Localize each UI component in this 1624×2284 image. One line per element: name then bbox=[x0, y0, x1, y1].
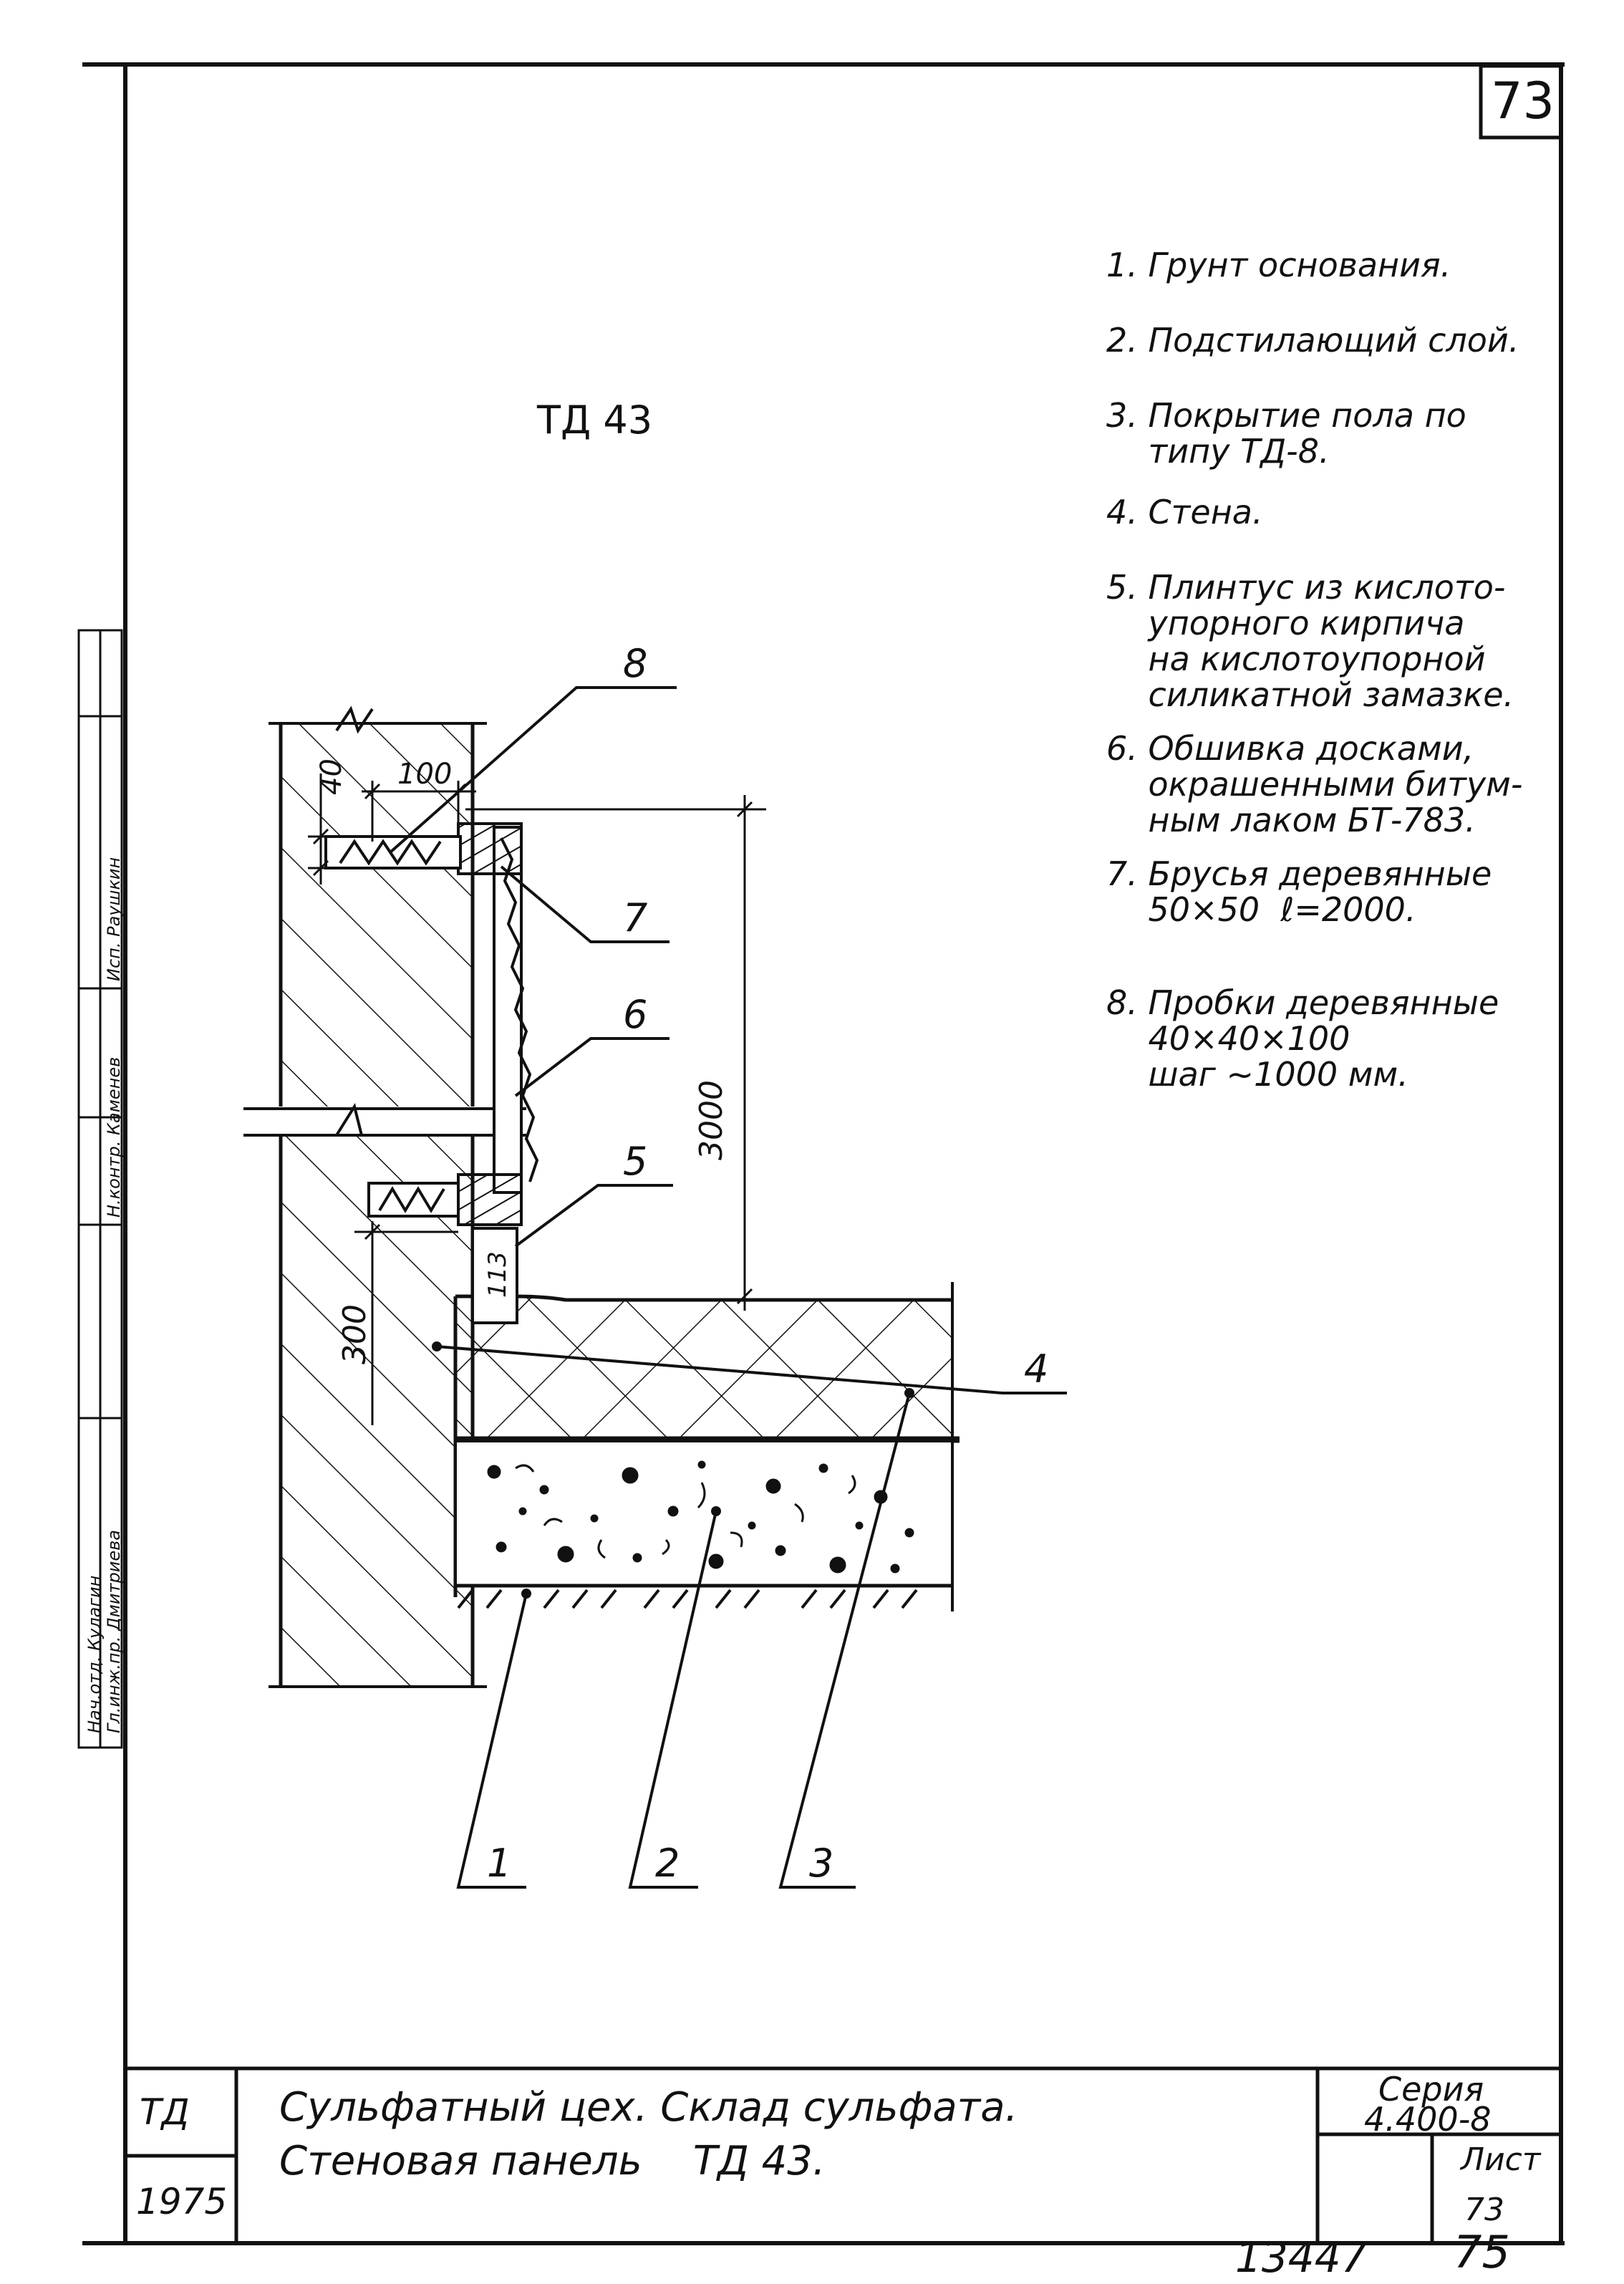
side-stamp-frame bbox=[77, 629, 123, 1749]
note-8: 8. Пробки деревянные 40×40×100 шаг ~1000… bbox=[1106, 983, 1499, 1094]
note-6: 6. Обшивка досками, окрашенными битум- н… bbox=[1106, 729, 1523, 839]
callout-4: 4 bbox=[1024, 1346, 1049, 1392]
stamp-row-1: Нач.отд. Кулагин bbox=[84, 1575, 105, 1733]
note-3: 3. Покрытие пола по типу ТД-8. bbox=[1106, 396, 1466, 471]
dim-3000: 3000 bbox=[693, 1080, 730, 1160]
note-1: 1. Грунт основания. bbox=[1106, 246, 1451, 284]
note-2: 2. Подстилающий слой. bbox=[1106, 321, 1519, 360]
title-block-code: ТД bbox=[140, 2091, 190, 2133]
title-block-lines bbox=[125, 2066, 1561, 2243]
dim-40: 40 bbox=[315, 758, 348, 795]
stamp-row-2: Гл.инж.пр. Дмитриева bbox=[104, 1530, 124, 1733]
title-line-1: Сульфатный цех. Склад сульфата. bbox=[279, 2084, 1018, 2131]
callout-6: 6 bbox=[623, 992, 648, 1037]
note-7: 7. Брусья деревянные 50×50 ℓ=2000. bbox=[1106, 854, 1492, 929]
floor-layers bbox=[453, 1282, 960, 1611]
note-5: 5. Плинтус из кислото- упорного кирпича … bbox=[1106, 568, 1514, 714]
callout-8-top: 8 bbox=[623, 641, 648, 686]
dim-300: 300 bbox=[337, 1304, 373, 1364]
leader-dots bbox=[432, 1341, 914, 1599]
callout-2: 2 bbox=[655, 1841, 680, 1886]
leader-lines bbox=[389, 686, 1067, 1889]
wall-sheathing bbox=[324, 822, 539, 1324]
bottom-code: 13447 bbox=[1235, 2233, 1368, 2282]
dimension-lines bbox=[308, 774, 766, 1425]
sheet-label: Лист bbox=[1461, 2141, 1541, 2178]
series-label: Серия bbox=[1378, 2070, 1484, 2109]
note-4: 4. Стена. bbox=[1106, 493, 1263, 531]
dim-113: 113 bbox=[483, 1251, 512, 1298]
page-number-box: 73 bbox=[1491, 72, 1555, 130]
callout-5: 5 bbox=[623, 1139, 648, 1184]
callout-7: 7 bbox=[623, 895, 648, 940]
drawing-title: ТД 43 bbox=[537, 397, 653, 443]
dim-100: 100 bbox=[397, 758, 453, 791]
sheet-value: 73 bbox=[1464, 2192, 1504, 2228]
title-block-year: 1975 bbox=[136, 2181, 228, 2222]
series-value: 4.400-8 bbox=[1364, 2100, 1492, 2139]
callout-1: 1 bbox=[487, 1841, 512, 1886]
title-line-2: Стеновая панель ТД 43. bbox=[279, 2138, 826, 2184]
callout-3: 3 bbox=[809, 1841, 834, 1886]
bottom-page: 75 bbox=[1454, 2226, 1510, 2278]
stamp-row-4: Исп. Раушкин bbox=[104, 857, 124, 981]
stamp-row-3: Н.контр. Каменев bbox=[104, 1056, 124, 1218]
